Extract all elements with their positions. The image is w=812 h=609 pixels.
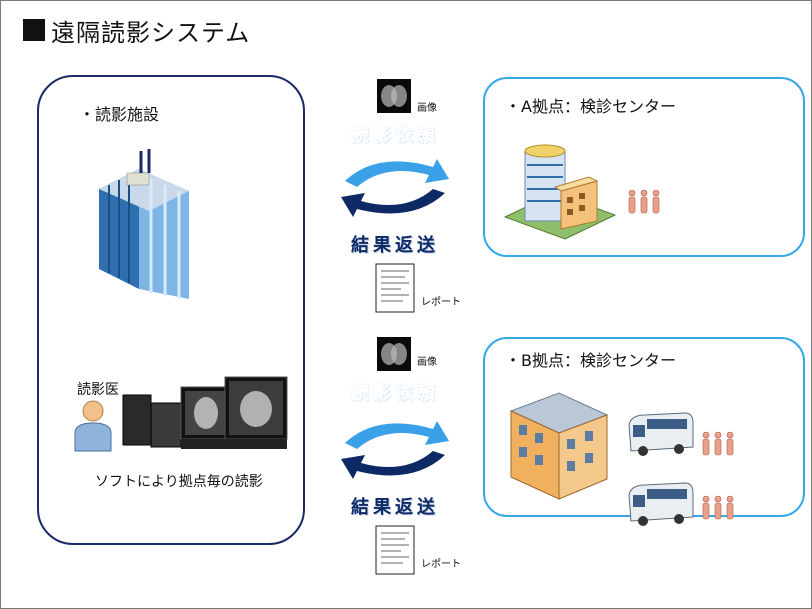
people-icon xyxy=(628,189,660,214)
center-a-label: ・A拠点：検診センター xyxy=(505,97,676,116)
center-b-label: ・B拠点：検診センター xyxy=(505,351,676,370)
title-block: 遠隔読影システム xyxy=(23,13,250,47)
return-label-upper: 結果返送 xyxy=(351,235,439,256)
bus-icon xyxy=(628,482,694,526)
hospital-building-icon xyxy=(503,144,617,240)
apartment-building-icon xyxy=(509,392,609,500)
report-document-icon xyxy=(375,263,415,313)
doctor-icon xyxy=(74,400,112,452)
bus-icon xyxy=(628,412,694,456)
request-label-lower: 読影依頼 xyxy=(351,383,439,405)
people-icon xyxy=(702,495,734,520)
facility-caption: ソフトにより拠点毎の読影 xyxy=(95,474,263,490)
exchange-arrows-upper-icon xyxy=(341,159,449,217)
page-title: 遠隔読影システム xyxy=(51,18,251,47)
office-building-icon xyxy=(99,149,189,299)
facility-label: ・読影施設 xyxy=(79,105,160,124)
request-label-upper: 読影依頼 xyxy=(351,125,439,147)
image-label-upper: 画像 xyxy=(417,103,437,114)
report-label-upper: レポート xyxy=(421,297,461,308)
facility-panel xyxy=(37,75,305,545)
workstation-icon xyxy=(122,376,288,449)
exchange-arrows-lower-icon xyxy=(341,421,449,479)
return-label-lower: 結果返送 xyxy=(351,497,439,518)
mammogram-image-icon xyxy=(377,79,411,113)
mammogram-image-icon xyxy=(377,337,411,371)
people-icon xyxy=(702,431,734,456)
image-label-lower: 画像 xyxy=(417,357,437,368)
title-bullet-icon xyxy=(23,19,45,41)
report-label-lower: レポート xyxy=(421,559,461,570)
doctor-label: 読影医 xyxy=(77,382,119,398)
report-document-icon xyxy=(375,525,415,575)
